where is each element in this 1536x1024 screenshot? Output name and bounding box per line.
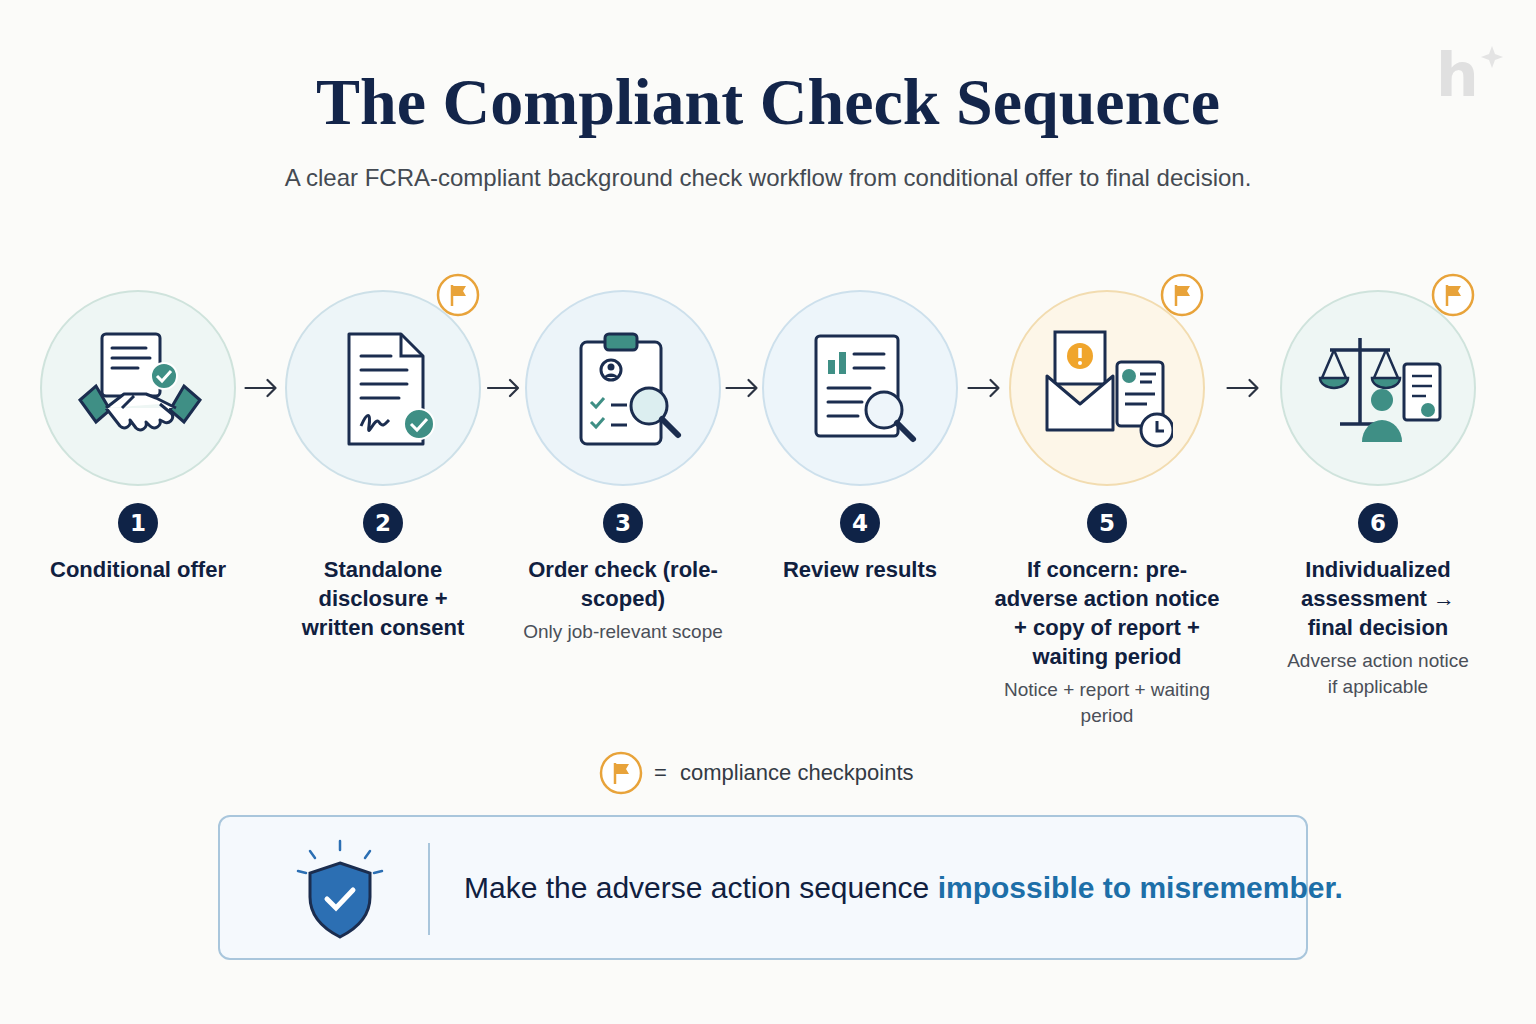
signed-form-icon [321, 330, 449, 450]
flow-arrow [488, 380, 518, 396]
watermark: h [1436, 40, 1479, 110]
callout-number: 5 [1087, 503, 1127, 543]
report-review-icon [798, 330, 926, 450]
step-label: Standalone disclosure + written consent [283, 555, 483, 642]
callout-number: 3 [603, 503, 643, 543]
callout-number: 1 [118, 503, 158, 543]
arrow-path [727, 380, 757, 396]
callout-number: 2 [363, 503, 403, 543]
callout-text: Make the adverse action sequence impossib… [464, 817, 1343, 958]
step-label: Order check (role-scoped) [513, 555, 733, 613]
divider-line [428, 843, 430, 935]
flow-arrow [727, 380, 757, 396]
step-note: Only job-relevant scope [513, 619, 733, 645]
flow-arrow [969, 380, 999, 396]
flow-arrow [246, 380, 276, 396]
arrow-path [246, 380, 276, 396]
step-circle [762, 290, 958, 486]
notice-envelope-icon [1045, 330, 1173, 450]
legend-flag [598, 750, 644, 796]
legend-equals: = [654, 758, 667, 788]
step-label: Individualized assessment → final decisi… [1283, 555, 1473, 642]
legend-text: compliance checkpoints [680, 758, 914, 788]
step-label: If concern: pre-adverse action notice + … [987, 555, 1227, 671]
checkpoint-flag [435, 272, 481, 318]
caption: A clear FCRA-compliant background check … [0, 162, 1536, 194]
arrow-path [488, 380, 518, 396]
step-circle [40, 290, 236, 486]
title: The Compliant Check Sequence [0, 62, 1536, 142]
callout-emphasis: impossible to misremember. [938, 871, 1343, 905]
arrow-path [969, 380, 999, 396]
step-circle [285, 290, 481, 486]
step-node: 4Review results [735, 290, 985, 584]
arrow-path [1228, 380, 1258, 396]
handshake-icon [76, 330, 204, 450]
step-label: Review results [760, 555, 960, 584]
step-node: 1Conditional offer [13, 290, 263, 584]
scales-decision-icon [1316, 330, 1444, 450]
step-circle [525, 290, 721, 486]
step-label: Conditional offer [38, 555, 238, 584]
callout-box: Make the adverse action sequenceimpossib… [218, 815, 1308, 960]
step-note: Adverse action notice if applicable [1283, 648, 1473, 700]
step-circle [1280, 290, 1476, 486]
callout-text-part: Make the adverse action sequence [464, 871, 929, 905]
step-node: 6Individualized assessment → final decis… [1253, 290, 1503, 700]
callout-number: 6 [1358, 503, 1398, 543]
step-node: 5 If concern: pre-adverse action notice +… [982, 290, 1232, 729]
checkpoint-flag [1430, 272, 1476, 318]
step-node: 2Standalone disclosure + written consent [258, 290, 508, 642]
step-circle [1009, 290, 1205, 486]
step-note: Notice + report + waiting period [987, 677, 1227, 729]
callout-number: 4 [840, 503, 880, 543]
checkpoint-flag [1159, 272, 1205, 318]
clipboard-search-icon [561, 330, 689, 450]
step-node: 3Order check (role-scoped) Only job-relev… [498, 290, 748, 645]
flow-arrow [1228, 380, 1258, 396]
shield-icon [280, 833, 400, 943]
